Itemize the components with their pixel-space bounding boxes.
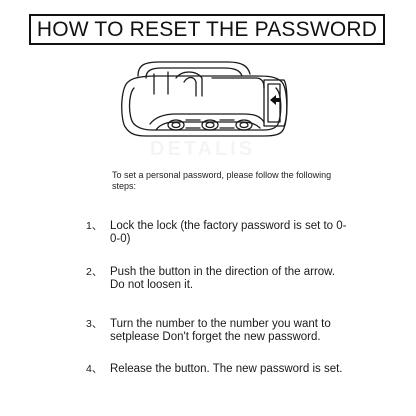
step-text: Turn the number to the number you want t… bbox=[110, 318, 331, 343]
lock-illustration bbox=[116, 58, 298, 148]
step-number: 2、 bbox=[86, 266, 103, 278]
watermark: DETALIS bbox=[150, 138, 255, 161]
step-4: 4、 Release the button. The new password … bbox=[86, 363, 350, 376]
step-1: 1、 Lock the lock (the factory password i… bbox=[86, 220, 350, 246]
arrow-left-icon bbox=[270, 95, 280, 105]
step-number: 3、 bbox=[86, 318, 103, 330]
step-number: 4、 bbox=[86, 363, 103, 375]
title-box: HOW TO RESET THE PASSWORD bbox=[29, 14, 385, 45]
intro-text: To set a personal password, please follo… bbox=[112, 170, 332, 191]
step-text: Push the button in the direction of the … bbox=[110, 266, 336, 291]
step-text: Release the button. The new password is … bbox=[110, 363, 343, 375]
step-3: 3、 Turn the number to the number you wan… bbox=[86, 318, 350, 344]
step-2: 2、 Push the button in the direction of t… bbox=[86, 266, 350, 292]
page-title: HOW TO RESET THE PASSWORD bbox=[36, 17, 378, 41]
lock-icon bbox=[121, 61, 288, 137]
step-text: Lock the lock (the factory password is s… bbox=[110, 220, 347, 245]
step-number: 1、 bbox=[86, 220, 103, 232]
